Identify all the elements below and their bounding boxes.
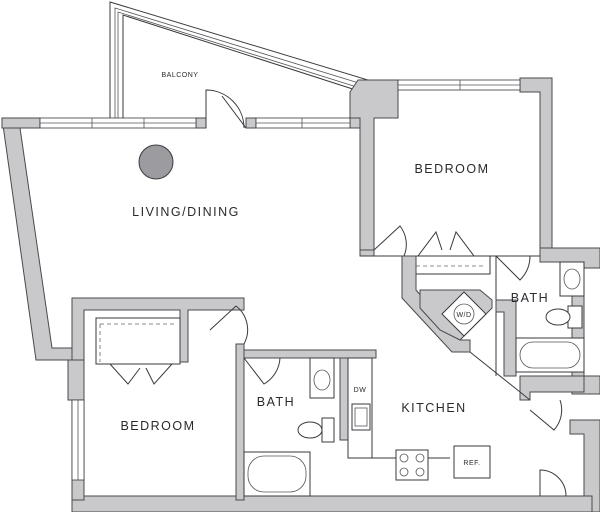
bedroom-1-label: BEDROOM (414, 162, 489, 176)
bath-1-fixtures (515, 261, 585, 373)
balcony-label: BALCONY (162, 72, 199, 79)
balcony (109, 1, 369, 123)
interior-walls (71, 249, 540, 501)
kitchen-fixtures: DW REF. (347, 357, 491, 481)
bath-1-label: BATH (511, 291, 549, 305)
dishwasher-label: DW (354, 387, 367, 394)
doors (109, 225, 567, 497)
windows (39, 79, 521, 481)
light-fixture-icon (138, 144, 174, 180)
refrigerator-label: REF. (463, 460, 480, 467)
balcony-door (205, 89, 247, 129)
washer-dryer-label: W/D (456, 312, 471, 319)
living-dining-label: LIVING/DINING (132, 205, 240, 219)
bath-2-label: BATH (257, 395, 295, 409)
bedroom-2-label: BEDROOM (120, 419, 195, 433)
kitchen-label: KITCHEN (401, 401, 466, 415)
bath-2-fixtures (243, 357, 335, 497)
washer-dryer: W/D (441, 291, 487, 337)
